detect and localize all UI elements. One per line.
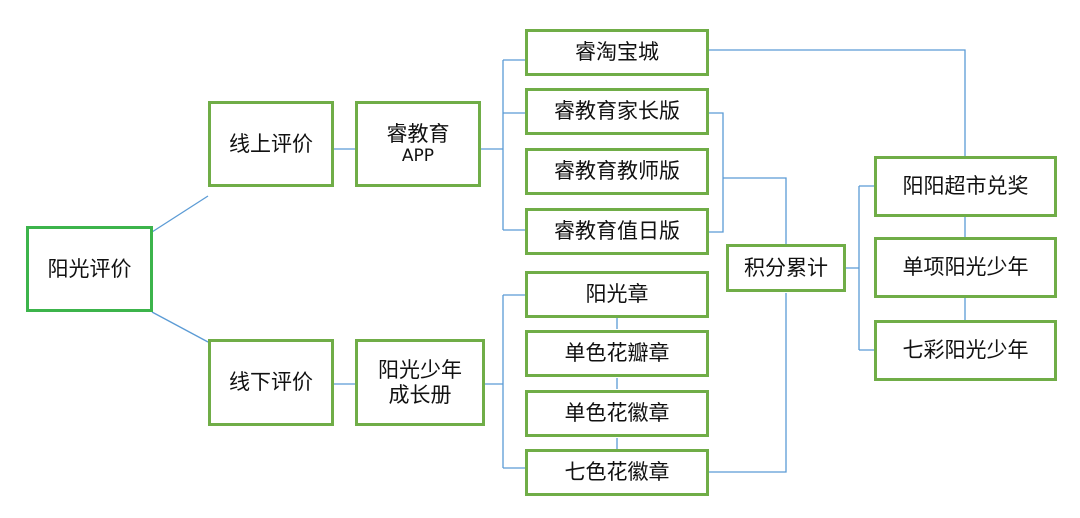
node-label: 睿淘宝城 [575, 40, 659, 65]
node-label: 线上评价 [229, 131, 313, 156]
node-label: 七色花徽章 [564, 460, 670, 485]
node-rui-mall: 睿淘宝城 [525, 29, 709, 76]
node-seven-color-badge: 七色花徽章 [525, 449, 709, 496]
node-offline-evaluation: 线下评价 [208, 339, 334, 426]
node-label-line2: 成长册 [388, 382, 452, 407]
node-label: 阳光章 [585, 282, 649, 307]
node-label: 阳光评价 [47, 256, 132, 281]
node-growth-book: 阳光少年 成长册 [355, 339, 485, 426]
node-label: 单项阳光少年 [902, 255, 1029, 280]
node-label-line1: 阳光少年 [378, 357, 462, 382]
connector-root-online [151, 195, 209, 233]
connector-apps-right [708, 112, 724, 233]
connector-growthbook-badges [484, 294, 526, 469]
node-emblem-badge: 单色花徽章 [525, 390, 709, 437]
connector-ruiedu-apps [480, 59, 526, 231]
node-label: 单色花徽章 [564, 401, 670, 426]
node-sun-badge: 阳光章 [525, 271, 709, 318]
node-label: 睿教育家长版 [554, 99, 680, 124]
node-parent-version: 睿教育家长版 [525, 88, 709, 135]
connector-mall-supermarket [708, 49, 966, 157]
node-label: 阳阳超市兑奖 [902, 174, 1029, 199]
node-label-line1: 睿教育 [386, 121, 450, 146]
node-label: 睿教育值日版 [554, 219, 680, 244]
node-petal-badge: 单色花瓣章 [525, 330, 709, 377]
node-label: 睿教育教师版 [554, 159, 680, 184]
node-sunshine-evaluation: 阳光评价 [26, 226, 153, 312]
node-label: 七彩阳光少年 [902, 338, 1029, 363]
node-label-line2: APP [401, 146, 435, 167]
connector-badges-points [708, 293, 787, 473]
node-points-accumulation: 积分累计 [726, 244, 846, 292]
connector-root-offline [151, 311, 209, 343]
connector-points-rewards [845, 185, 875, 351]
node-duty-version: 睿教育值日版 [525, 208, 709, 255]
node-label: 线下评价 [229, 370, 313, 395]
node-single-item-youth: 单项阳光少年 [874, 237, 1057, 298]
node-colorful-youth: 七彩阳光少年 [874, 320, 1057, 381]
node-rui-edu-app: 睿教育 APP [355, 101, 481, 187]
node-teacher-version: 睿教育教师版 [525, 148, 709, 195]
node-label: 积分累计 [744, 255, 828, 280]
node-label: 单色花瓣章 [564, 341, 670, 366]
connector-apps-points [723, 177, 787, 244]
node-online-evaluation: 线上评价 [208, 101, 334, 187]
node-supermarket-reward: 阳阳超市兑奖 [874, 156, 1057, 217]
